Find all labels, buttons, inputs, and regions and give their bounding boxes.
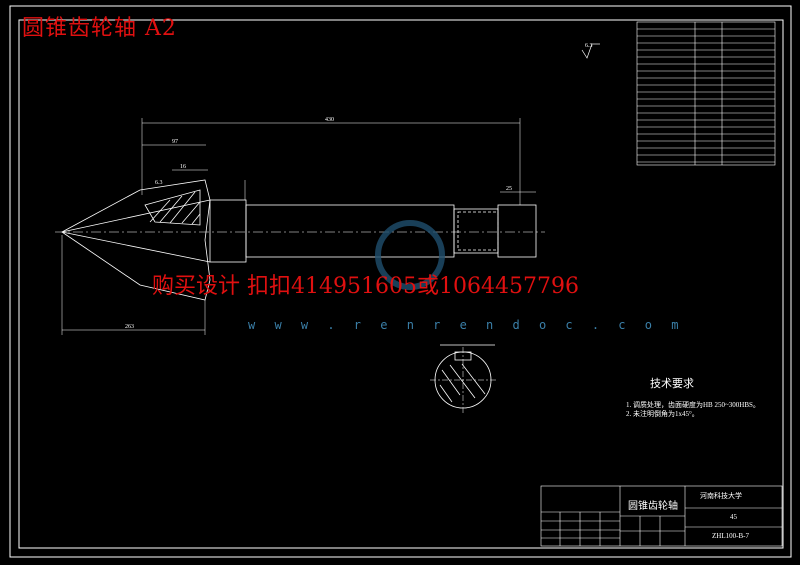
dim-overall-length: 430 [325,117,334,123]
section-view [430,344,496,413]
drawing-red-title: 圆锥齿轮轴 A2 [22,16,177,41]
dim-end-25: 25 [506,186,512,192]
tech-req-title: 技术要求 [650,378,694,390]
title-block-part-name: 圆锥齿轮轴 [628,501,678,512]
roughness-mark-label: 6.3 [585,43,593,49]
dim-bottom-length: 263 [125,324,134,330]
bevel-gear-shaft-view [55,179,545,301]
dim-offset-16: 16 [180,164,186,170]
title-block [540,485,783,547]
gear-parameter-table [636,21,776,166]
tech-req-note-1: 1. 调质处理，齿面硬度为HB 250~300HBS。 [626,401,760,409]
dim-offset-97: 97 [172,139,178,145]
dimension-lines [61,118,536,335]
title-block-material: 45 [730,513,737,521]
watermark-logo [375,220,445,290]
roughness-symbol [581,43,600,59]
dim-roughness-small: 6.3 [155,180,163,186]
outer-border [9,5,792,558]
watermark-url: w w w . r e n r e n d o c . c o m [248,318,685,332]
ad-text: 购买设计 扣扣414951605或1064457796 [152,274,579,299]
title-block-school: 河南科技大学 [700,492,742,500]
tech-req-note-2: 2. 未注明倒角为1x45°。 [626,410,699,418]
inner-border [18,19,784,549]
title-block-drawing-no: ZHL100-B-7 [712,532,749,540]
